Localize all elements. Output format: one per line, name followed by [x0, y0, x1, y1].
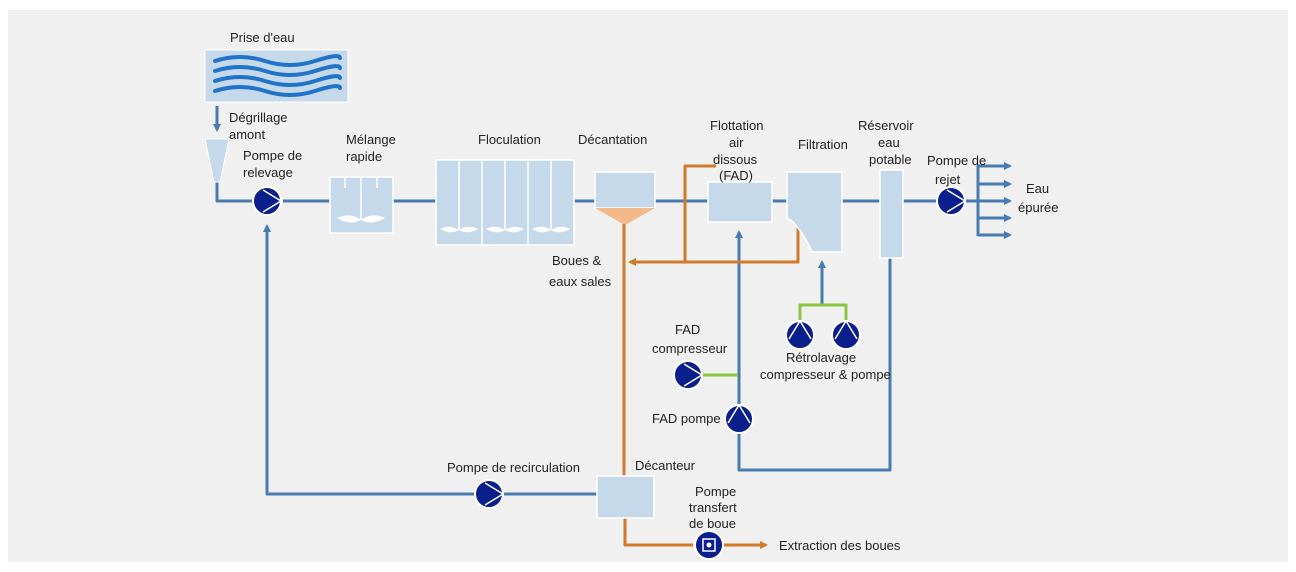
sludge-label-line2: eaux sales — [549, 274, 612, 289]
water-lines — [213, 106, 1012, 496]
sludge-lines — [622, 164, 800, 549]
reservoir-label-line3: potable — [869, 152, 912, 167]
settling-tank — [594, 171, 656, 224]
sludge-pump-label-line3: de boue — [689, 516, 736, 531]
water-waves-icon — [204, 49, 349, 103]
settling-label: Décantation — [578, 132, 647, 147]
daf-compressor-label-line2: compresseur — [652, 341, 728, 356]
sludge-pump-icon — [694, 530, 724, 560]
discharge-pump-label-line2: rejet — [935, 172, 961, 187]
labels: Prise d'eau Dégrillage amont Pompe de re… — [229, 30, 1058, 553]
pump-icon — [474, 479, 505, 509]
sludge-label-line1: Boues & — [552, 253, 601, 268]
rapid-mix-label-line2: rapide — [346, 149, 382, 164]
backwash-label-line1: Rétrolavage — [786, 350, 856, 365]
air-lines — [700, 303, 848, 377]
sludge-pump-label-line2: transfert — [689, 500, 737, 515]
mixer-icon — [337, 215, 385, 223]
filtration-label: Filtration — [798, 137, 848, 152]
daf-compressor-label-line1: FAD — [675, 322, 700, 337]
pump-icon — [673, 360, 704, 390]
rapid-mix-label-line1: Mélange — [346, 132, 396, 147]
sludge-pump-label-line1: Pompe — [695, 484, 736, 499]
daf-unit — [707, 181, 773, 223]
lift-pump-label-line1: Pompe de — [243, 148, 302, 163]
daf-label-line3: dissous — [713, 152, 758, 167]
decanter-tank — [596, 475, 655, 519]
daf-pump-label: FAD pompe — [652, 411, 721, 426]
pump-icon — [252, 186, 283, 216]
treated-water-label-line1: Eau — [1026, 181, 1049, 196]
sludge-extraction-label: Extraction des boues — [779, 538, 901, 553]
flocculation-tank — [435, 159, 575, 246]
reservoir-tank — [879, 169, 904, 259]
daf-label-line2: air — [729, 135, 744, 150]
decanter-label: Décanteur — [635, 458, 696, 473]
daf-float-line-top — [683, 164, 716, 201]
pump-icon — [936, 186, 967, 216]
treated-water-label-line2: épurée — [1018, 200, 1058, 215]
recirculation-pump-label: Pompe de recirculation — [447, 460, 580, 475]
filter-unit — [786, 171, 843, 253]
decanter-to-sludge-pump-line — [623, 516, 693, 547]
pump-icon — [831, 319, 861, 350]
screen-to-pump-line — [215, 182, 252, 203]
dirty-water-line — [628, 218, 800, 266]
screening-label-line2: amont — [229, 127, 266, 142]
reservoir-label-line1: Réservoir — [858, 118, 914, 133]
rapid-mix-tank — [329, 176, 394, 234]
reservoir-label-line2: eau — [878, 135, 900, 150]
daf-recycle-line — [735, 230, 892, 472]
pump-icon — [785, 319, 815, 350]
daf-label-line4: (FAD) — [719, 168, 753, 183]
daf-label-line1: Flottation — [710, 118, 763, 133]
intake-label: Prise d'eau — [230, 30, 295, 45]
backwash-label-line2: compresseur & pompe — [760, 367, 891, 382]
discharge-pump-label-line1: Pompe de — [927, 153, 986, 168]
flocculation-label: Floculation — [478, 132, 541, 147]
lift-pump-label-line2: relevage — [243, 165, 293, 180]
screening-cone — [204, 138, 230, 183]
backwash-air-line — [798, 303, 848, 322]
pump-icon — [724, 403, 754, 434]
screening-label-line1: Dégrillage — [229, 110, 288, 125]
